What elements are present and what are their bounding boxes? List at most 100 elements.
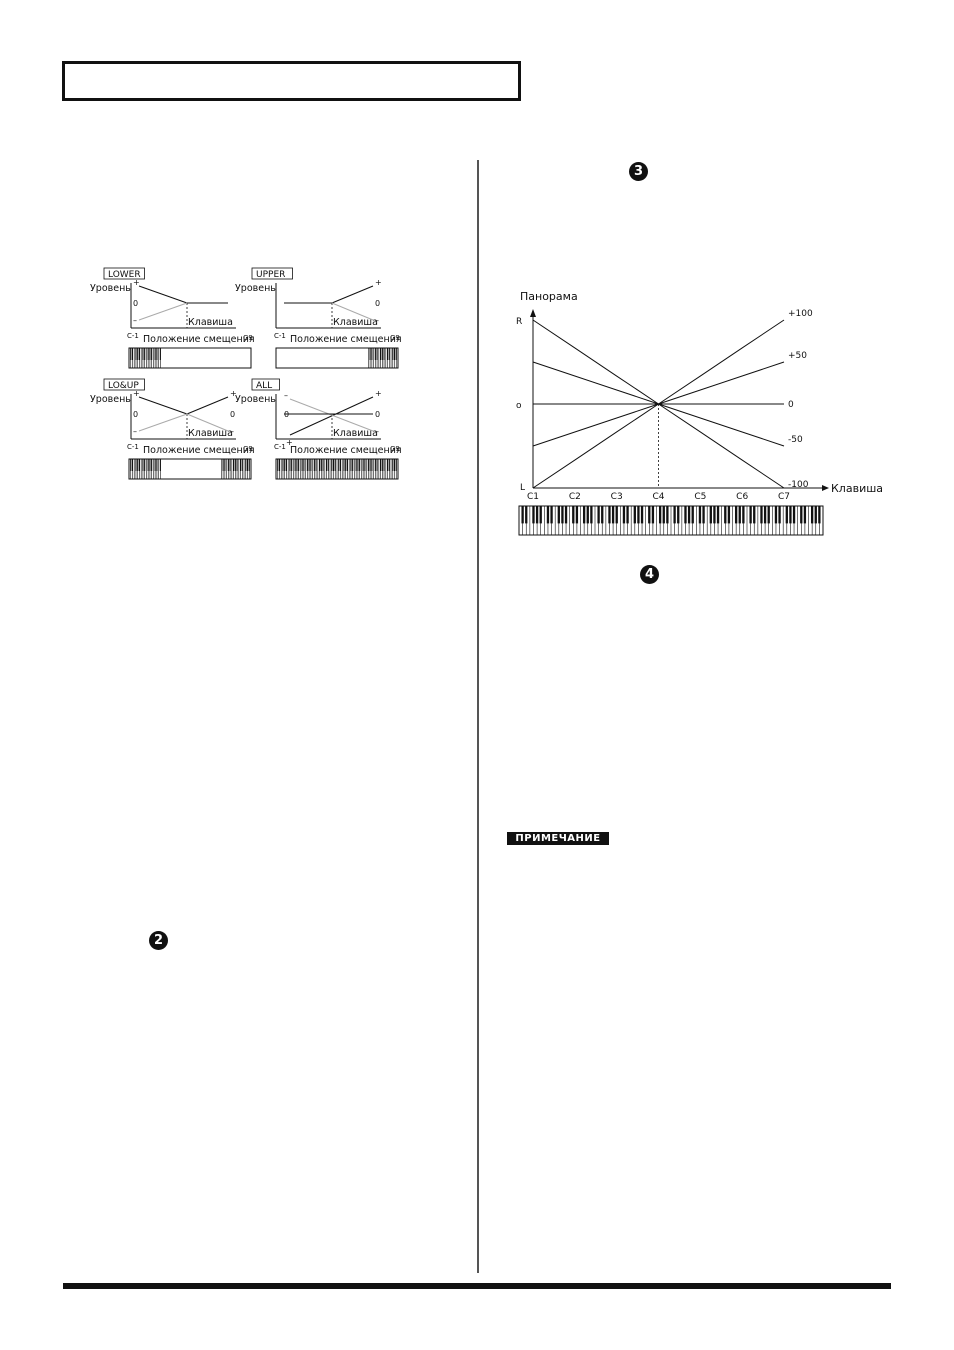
plus-mark: +: [375, 278, 382, 287]
keyboard-frame: [128, 347, 252, 369]
series-label-0: +100: [788, 309, 813, 319]
black-key: [144, 459, 146, 471]
x-tick-label-C3: C3: [611, 492, 623, 502]
x-tick-label-C1: C1: [527, 492, 539, 502]
black-key: [698, 506, 702, 524]
black-key: [662, 506, 665, 524]
black-key: [767, 506, 770, 524]
level-curve-low-inverted: [138, 413, 188, 432]
black-key: [525, 506, 528, 524]
zero-mark-right: 0: [230, 410, 235, 419]
series-label-2: 0: [788, 400, 794, 410]
black-key: [320, 459, 322, 471]
mode-label: LOWER: [108, 270, 141, 280]
series-label-4: -100: [788, 480, 809, 490]
black-key: [339, 459, 342, 471]
black-key: [306, 459, 308, 471]
black-key: [709, 506, 712, 524]
keyboard: [275, 347, 399, 369]
black-key: [301, 459, 303, 471]
black-key: [364, 459, 366, 471]
y-axis-label: Панорама: [520, 290, 578, 303]
black-key: [159, 459, 161, 471]
black-key: [395, 459, 397, 471]
black-key: [658, 506, 662, 524]
black-key: [343, 459, 345, 471]
bias-position-label: Положение смещения: [143, 445, 255, 456]
black-key: [749, 506, 752, 524]
keyboard-frame: [128, 458, 252, 480]
plus-mark-right: +: [230, 389, 237, 398]
black-key: [532, 506, 535, 524]
black-key: [760, 506, 763, 524]
black-key: [154, 348, 156, 360]
mode-label: UPPER: [256, 270, 285, 280]
black-key: [810, 506, 814, 524]
black-key: [227, 459, 229, 471]
black-key: [713, 506, 716, 524]
black-key: [774, 506, 778, 524]
footer-rule: [63, 1283, 891, 1289]
range-high-label: G9: [390, 334, 400, 342]
range-low-label: C-1: [274, 443, 286, 451]
black-key: [156, 459, 158, 471]
black-key: [319, 459, 321, 471]
black-key: [611, 506, 615, 524]
black-key: [586, 506, 589, 524]
black-key: [381, 348, 383, 360]
black-key: [229, 459, 231, 471]
step-marker-3: 3: [629, 162, 648, 181]
bias-position-label: Положение смещения: [290, 334, 402, 345]
black-key: [383, 348, 385, 360]
black-key: [308, 459, 310, 471]
minus-mark-right: –: [375, 427, 379, 436]
mode-label: ALL: [256, 381, 272, 391]
black-key: [590, 506, 593, 524]
black-key: [369, 459, 371, 471]
black-key: [640, 506, 644, 524]
black-key: [388, 348, 390, 360]
black-key: [637, 506, 640, 524]
black-key: [322, 459, 324, 471]
black-key: [716, 506, 720, 524]
black-key: [142, 348, 144, 360]
black-key: [724, 506, 727, 524]
black-key: [137, 348, 139, 360]
bias-position-label: Положение смещения: [143, 334, 255, 345]
black-key: [130, 459, 132, 471]
range-low-label: C-1: [127, 332, 139, 340]
range-high-label: G9: [243, 334, 253, 342]
series-label-1: +50: [788, 351, 807, 361]
black-key: [151, 459, 153, 471]
black-key: [626, 506, 629, 524]
black-key: [371, 348, 373, 360]
range-high-label: G9: [390, 445, 400, 453]
black-key: [800, 506, 803, 524]
black-key: [702, 506, 705, 524]
black-key: [677, 506, 680, 524]
x-axis-arrow: [822, 485, 829, 491]
black-key: [575, 506, 579, 524]
black-key: [135, 348, 137, 360]
black-key: [381, 459, 383, 471]
keyboard: [128, 347, 252, 369]
black-key: [684, 506, 687, 524]
series-line-4: [532, 319, 785, 489]
black-key: [380, 459, 382, 471]
zero-mark: 0: [133, 410, 138, 419]
black-key: [359, 459, 361, 471]
black-key: [156, 348, 158, 360]
black-key: [142, 459, 144, 471]
black-key: [557, 506, 560, 524]
level-curve-high-inverted: [186, 413, 229, 432]
black-key: [345, 459, 347, 471]
series-label-3: -50: [788, 435, 803, 445]
black-key: [521, 506, 524, 524]
key-axis-label: Клавиша: [188, 317, 233, 328]
level-curve: [331, 285, 374, 304]
section-header-box: [62, 61, 521, 101]
y-tick-label-top: R: [516, 317, 522, 327]
black-key: [622, 506, 626, 524]
black-key: [327, 459, 329, 471]
